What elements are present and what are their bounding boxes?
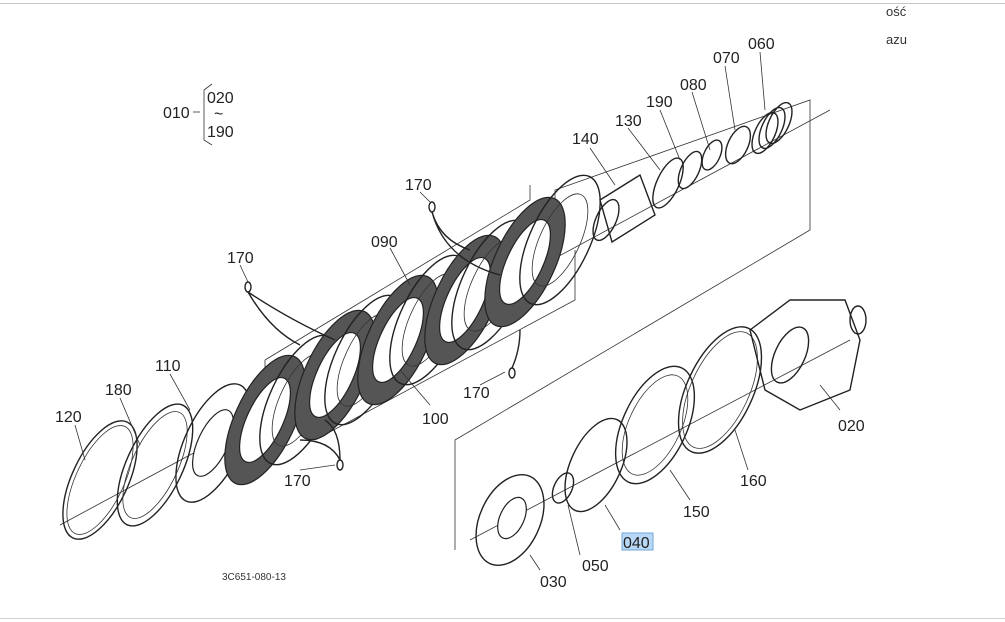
- end-plate: [519, 174, 601, 306]
- label-150: 150: [683, 504, 710, 521]
- label-040-highlight: [621, 532, 654, 551]
- group-to-label: 190: [207, 124, 234, 141]
- label-050: 050: [582, 558, 609, 575]
- label-130: 130: [615, 113, 642, 130]
- label-020: 020: [838, 418, 865, 435]
- group-tilde: ~: [214, 106, 223, 123]
- part-060-spring: [751, 101, 793, 155]
- reference-code: 3C651-080-13: [222, 572, 286, 583]
- label-160: 160: [740, 473, 767, 490]
- label-090: 090: [371, 234, 398, 251]
- pins-170: [244, 201, 521, 471]
- top-border: [0, 3, 1005, 4]
- part-120-snap-ring: [62, 420, 138, 540]
- label-180: 180: [105, 382, 132, 399]
- part-150-plate: [614, 365, 696, 485]
- part-050-o-ring: [551, 472, 575, 504]
- group-parent-label: 010: [163, 105, 190, 122]
- group-bracket: [193, 83, 213, 146]
- label-030: 030: [540, 574, 567, 591]
- label-190: 190: [646, 94, 673, 111]
- part-190-ring: [677, 150, 703, 190]
- label-120: 120: [55, 409, 82, 426]
- group-from-label: 020: [207, 90, 234, 107]
- label-170: 170: [227, 250, 254, 267]
- label-040[interactable]: 040: [623, 535, 650, 552]
- part-080-ring: [701, 139, 723, 171]
- part-040-o-ring: [564, 417, 628, 513]
- part-160-ring: [677, 326, 763, 454]
- bottom-border: [0, 618, 1005, 619]
- label-110: 110: [155, 358, 181, 375]
- label-170: 170: [405, 177, 432, 194]
- label-070: 070: [713, 50, 740, 67]
- label-140: 140: [572, 131, 599, 148]
- label-100: 100: [422, 411, 449, 428]
- part-070-ring: [724, 125, 752, 165]
- label-170: 170: [284, 473, 311, 490]
- leader-lines: [74, 51, 841, 571]
- part-140-hub: [592, 173, 656, 244]
- label-080: 080: [680, 77, 707, 94]
- label-060: 060: [748, 36, 775, 53]
- part-090-friction-disc: [357, 274, 439, 406]
- side-text-2: azu: [886, 32, 907, 47]
- part-020-clutch-drum: [749, 299, 867, 411]
- label-170: 170: [463, 385, 490, 402]
- part-030-piston: [475, 473, 545, 567]
- friction-disc-1: [224, 354, 306, 486]
- side-text-1: ość: [886, 4, 907, 19]
